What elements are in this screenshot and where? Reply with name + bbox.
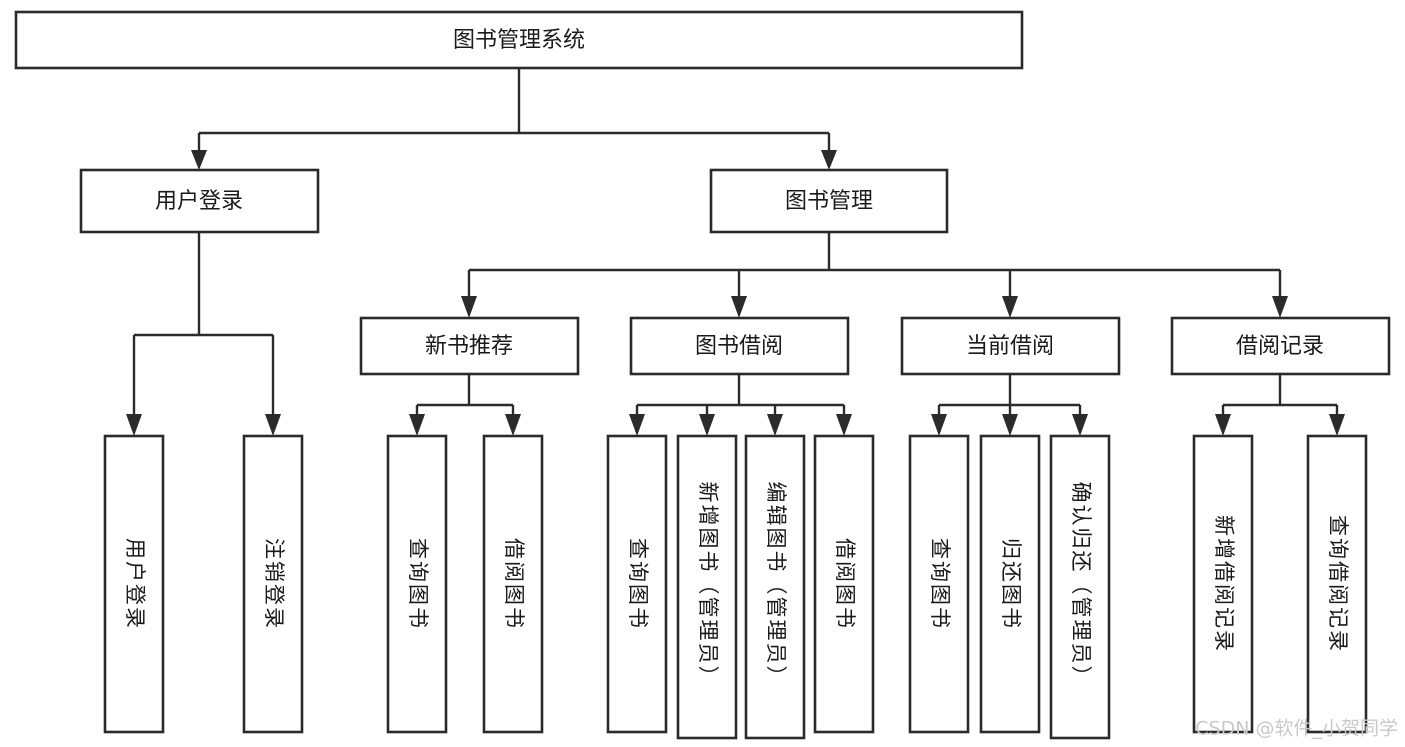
node-leaf-confirm-return-label: 确认归还（管理员）	[1069, 482, 1093, 689]
arrow-head-icon-leaf-query-book-3	[931, 414, 947, 436]
node-leaf-confirm-return-box[interactable]	[1049, 434, 1111, 740]
node-leaf-borrow-book-2[interactable]: 借阅图书	[813, 434, 875, 734]
arrow-head-icon-borrow-record	[1272, 296, 1288, 318]
node-root-label: 图书管理系统	[453, 28, 585, 53]
node-leaf-query-book-2-box[interactable]	[606, 434, 668, 734]
node-book-borrow[interactable]: 图书借阅	[629, 316, 850, 376]
connector-group-user-login-to-leaves	[126, 232, 281, 436]
node-leaf-query-book-1-box[interactable]	[386, 434, 448, 734]
node-borrow-record-box[interactable]	[1170, 316, 1391, 376]
node-leaf-add-record[interactable]: 新增借阅记录	[1192, 434, 1254, 734]
node-leaf-query-book-3-box[interactable]	[908, 434, 970, 734]
node-leaf-user-login-label: 用户登录	[123, 538, 147, 630]
arrow-head-icon-leaf-query-record	[1329, 414, 1345, 436]
arrow-head-icon-current-borrow	[1002, 296, 1018, 318]
node-root-box[interactable]	[14, 10, 1024, 70]
node-leaf-user-login[interactable]: 用户登录	[103, 434, 165, 734]
arrow-head-icon-leaf-borrow-book-1	[505, 414, 521, 436]
connector-group-new-book-recommend-to-leaves	[409, 374, 521, 436]
node-leaf-query-book-2-label: 查询图书	[626, 538, 650, 630]
node-book-borrow-box[interactable]	[629, 316, 850, 376]
node-user-login-box[interactable]	[79, 168, 320, 234]
node-leaf-logout-label: 注销登录	[262, 538, 286, 630]
arrow-head-icon-user-login	[191, 150, 207, 170]
node-new-book-recommend-box[interactable]	[359, 316, 580, 376]
node-current-borrow[interactable]: 当前借阅	[900, 316, 1121, 376]
connector-group-borrow-record-to-leaves	[1215, 374, 1345, 436]
arrow-head-icon-leaf-add-book	[699, 414, 715, 436]
node-user-login[interactable]: 用户登录	[79, 168, 320, 234]
connector-group-book-manage-to-level2	[461, 232, 1288, 318]
node-leaf-return-book[interactable]: 归还图书	[979, 434, 1041, 734]
node-leaf-query-book-1-label: 查询图书	[406, 538, 430, 630]
connector-group-root-to-level1	[191, 68, 837, 170]
node-leaf-logout[interactable]: 注销登录	[242, 434, 304, 734]
node-leaf-edit-book-box[interactable]	[744, 434, 806, 740]
arrow-head-icon-leaf-query-book-1	[409, 414, 425, 436]
arrow-head-icon-leaf-edit-book	[767, 414, 783, 436]
connector-group-book-borrow-to-leaves	[629, 374, 852, 436]
node-leaf-borrow-book-1[interactable]: 借阅图书	[482, 434, 544, 734]
arrow-head-icon-leaf-return-book	[1002, 414, 1018, 436]
node-leaf-borrow-book-2-label: 借阅图书	[833, 538, 857, 630]
arrow-head-icon-leaf-borrow-book-2	[836, 414, 852, 436]
node-leaf-query-book-1[interactable]: 查询图书	[386, 434, 448, 734]
node-book-manage[interactable]: 图书管理	[709, 168, 949, 234]
arrow-head-icon-book-borrow	[731, 296, 747, 318]
node-leaf-query-book-3[interactable]: 查询图书	[908, 434, 970, 734]
arrow-head-icon-leaf-logout	[265, 414, 281, 436]
node-leaf-edit-book[interactable]: 编辑图书（管理员）	[744, 434, 806, 740]
node-leaf-add-record-box[interactable]	[1192, 434, 1254, 734]
node-leaf-return-book-label: 归还图书	[999, 538, 1023, 630]
node-leaf-query-book-3-label: 查询图书	[928, 538, 952, 630]
node-current-borrow-label: 当前借阅	[966, 334, 1054, 359]
node-book-borrow-label: 图书借阅	[695, 334, 783, 359]
node-leaf-borrow-book-1-label: 借阅图书	[502, 538, 526, 630]
node-user-login-label: 用户登录	[155, 189, 243, 214]
node-book-manage-label: 图书管理	[785, 189, 873, 214]
watermark-label: CSDN @软件_小贺同学	[1195, 718, 1398, 740]
node-borrow-record[interactable]: 借阅记录	[1170, 316, 1391, 376]
node-leaf-logout-box[interactable]	[242, 434, 304, 734]
arrow-head-icon-leaf-add-record	[1215, 414, 1231, 436]
arrow-head-icon-leaf-query-book-2	[629, 414, 645, 436]
node-leaf-return-book-box[interactable]	[979, 434, 1041, 734]
node-leaf-borrow-book-2-box[interactable]	[813, 434, 875, 734]
arrow-head-icon-book-manage	[821, 150, 837, 170]
arrow-head-icon-new-book-recommend	[461, 296, 477, 318]
node-leaf-edit-book-label: 编辑图书（管理员）	[764, 482, 788, 689]
node-borrow-record-label: 借阅记录	[1236, 334, 1324, 359]
node-leaf-query-record-box[interactable]	[1306, 434, 1368, 734]
node-leaf-query-book-2[interactable]: 查询图书	[606, 434, 668, 734]
node-current-borrow-box[interactable]	[900, 316, 1121, 376]
node-book-manage-box[interactable]	[709, 168, 949, 234]
arrow-head-icon-leaf-confirm-return	[1072, 414, 1088, 436]
node-leaf-borrow-book-1-box[interactable]	[482, 434, 544, 734]
node-new-book-recommend[interactable]: 新书推荐	[359, 316, 580, 376]
node-new-book-recommend-label: 新书推荐	[425, 334, 513, 359]
node-leaf-query-record[interactable]: 查询借阅记录	[1306, 434, 1368, 734]
node-leaf-add-book[interactable]: 新增图书（管理员）	[676, 434, 738, 740]
connector-group-current-borrow-to-leaves	[931, 374, 1088, 436]
node-root[interactable]: 图书管理系统	[14, 10, 1024, 70]
node-leaf-confirm-return[interactable]: 确认归还（管理员）	[1049, 434, 1111, 740]
node-leaf-add-book-label: 新增图书（管理员）	[696, 482, 720, 689]
node-leaf-add-record-label: 新增借阅记录	[1212, 515, 1236, 653]
arrow-head-icon-leaf-user-login	[126, 414, 142, 436]
node-leaf-add-book-box[interactable]	[676, 434, 738, 740]
node-leaf-query-record-label: 查询借阅记录	[1326, 515, 1350, 653]
node-leaf-user-login-box[interactable]	[103, 434, 165, 734]
